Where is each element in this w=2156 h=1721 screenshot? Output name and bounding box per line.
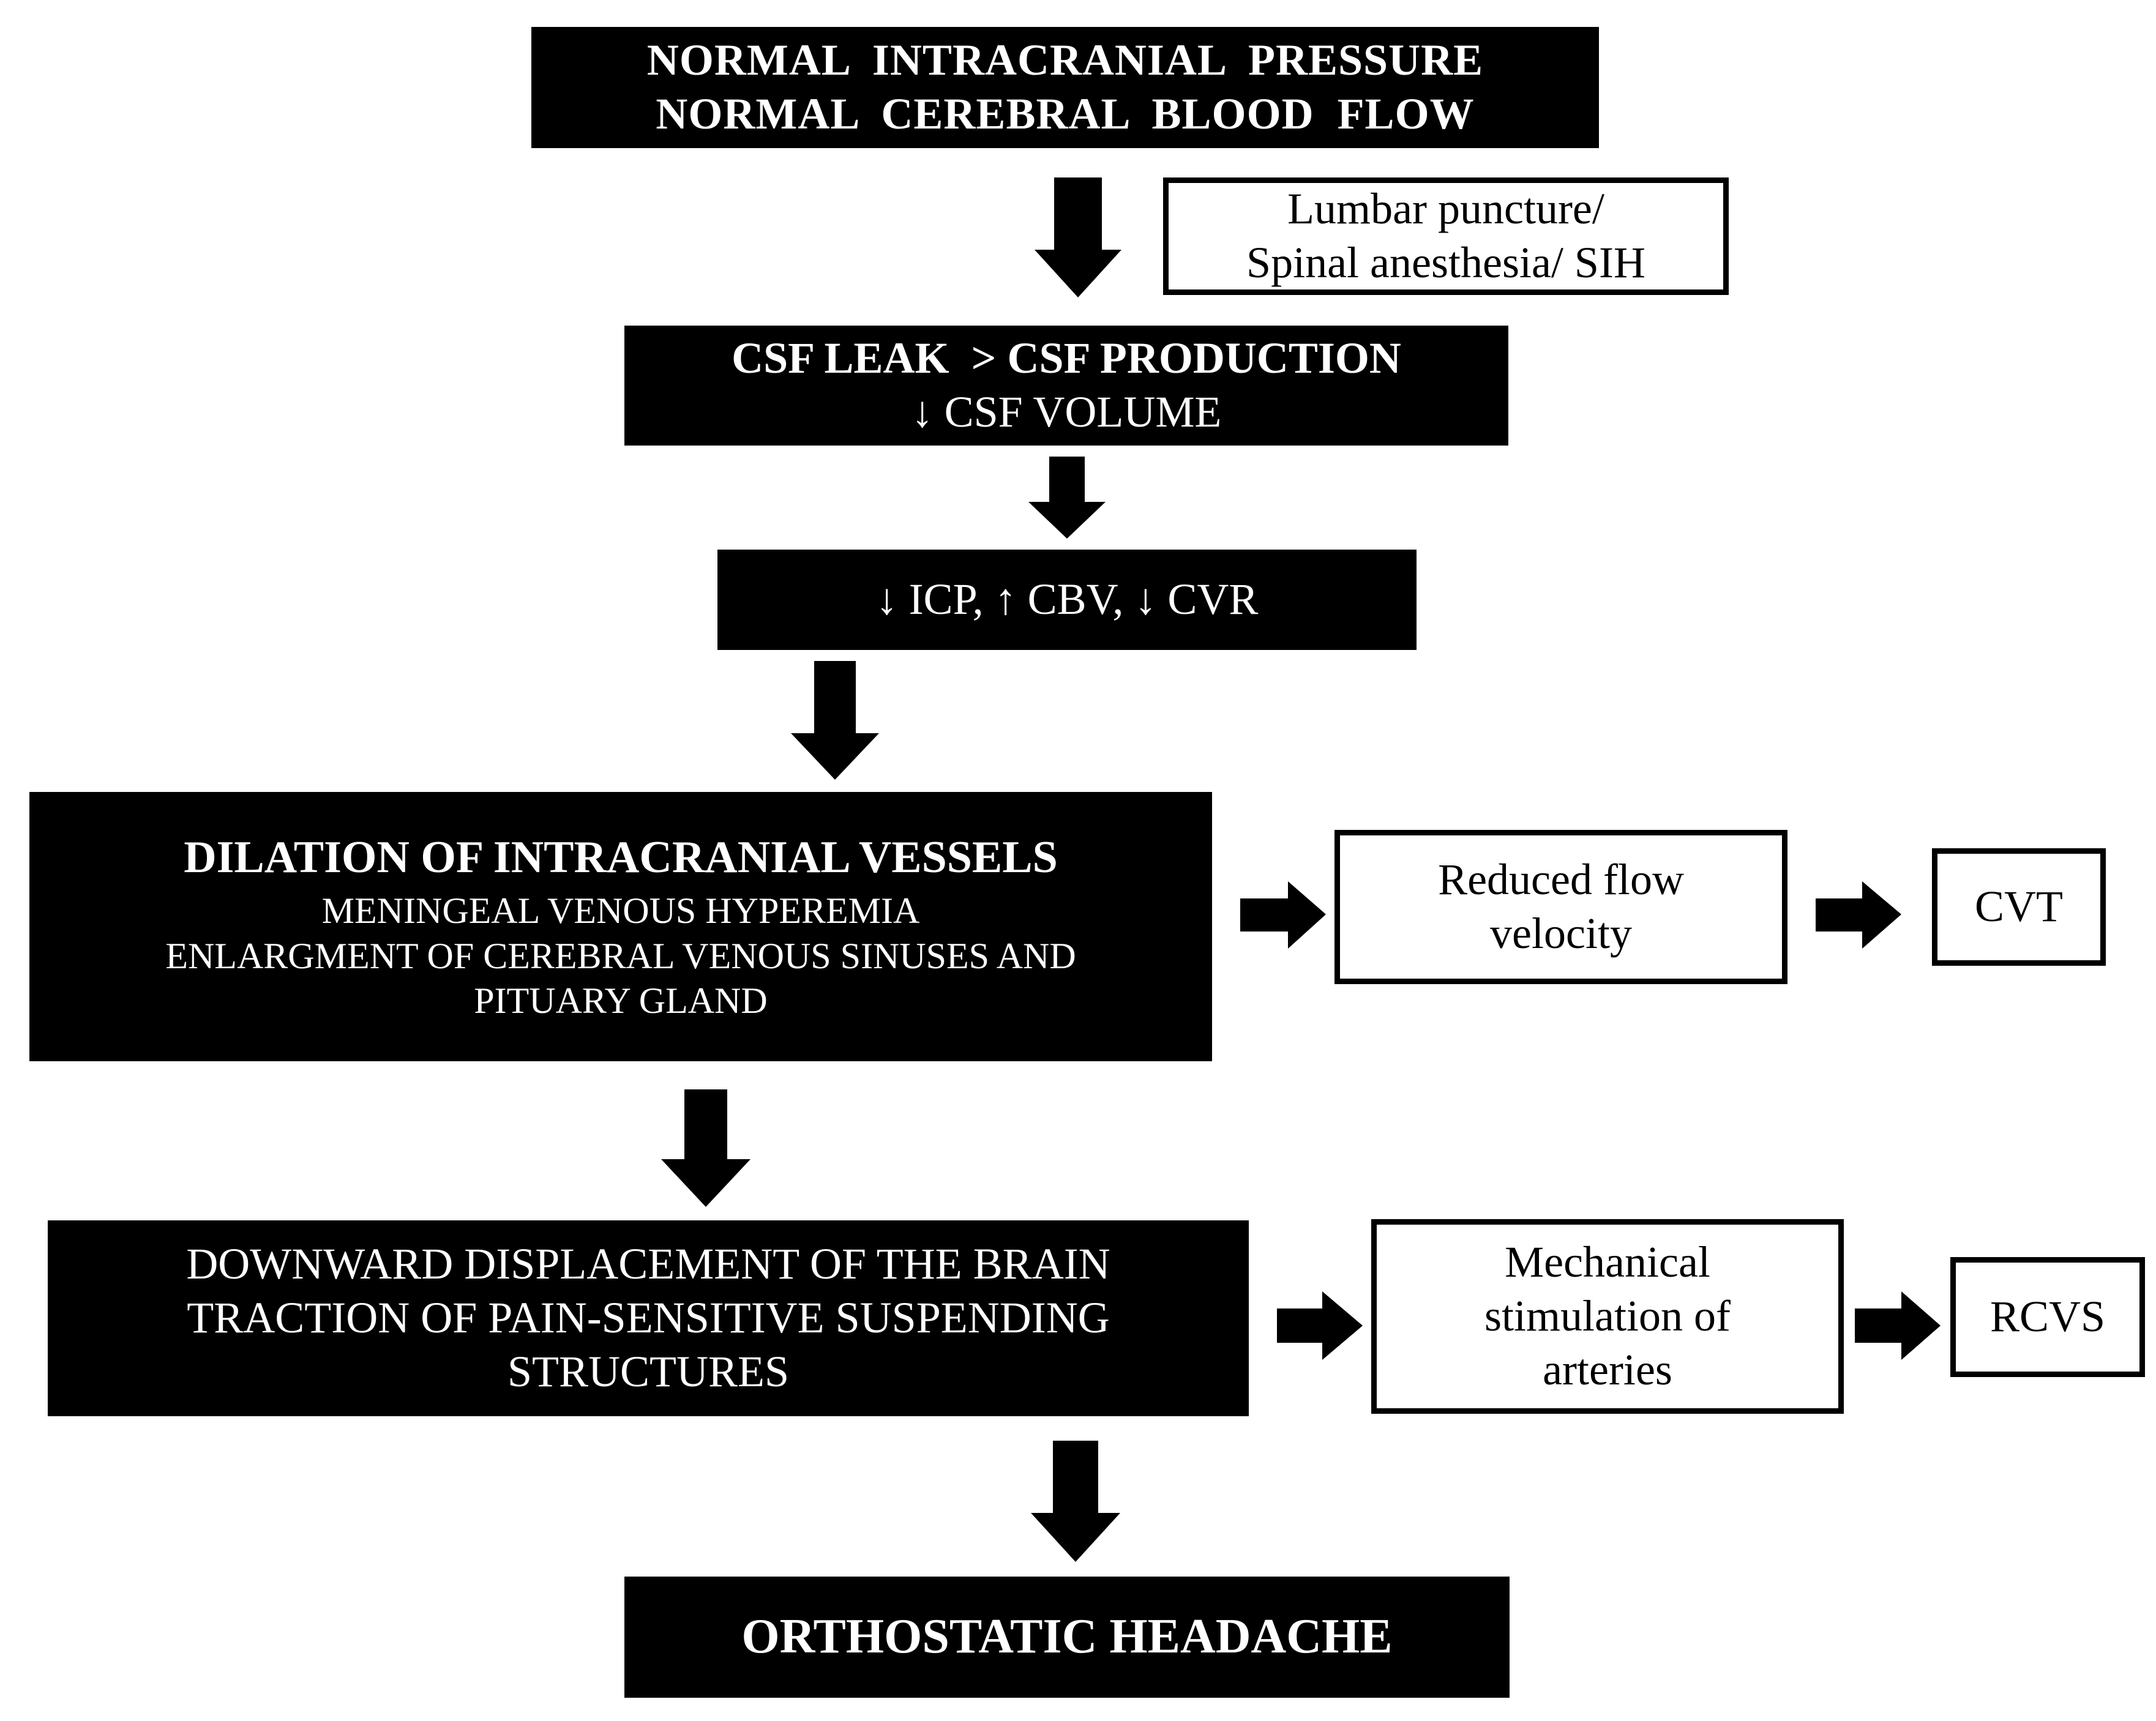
node-causes-line-1: Lumbar puncture/ — [1287, 184, 1604, 234]
node-cvt-line-1: CVT — [1975, 882, 2063, 931]
node-csf-leak-line-1: CSF LEAK > CSF PRODUCTION — [732, 334, 1401, 383]
node-icp-cbv-cvr: ↓ ICP, ↑ CBV, ↓ CVR — [717, 550, 1417, 650]
node-dilation-line-3: ENLARGMENT OF CEREBRAL VENOUS SINUSES AN… — [165, 935, 1076, 976]
arrow-right-dilation-to-reduced-flow — [1240, 881, 1326, 949]
node-mechanical-stimulation: Mechanical stimulation of arteries — [1371, 1219, 1844, 1414]
node-normal-line-1: NORMAL INTRACRANIAL PRESSURE — [646, 35, 1484, 85]
node-reduced-flow-line-2: velocity — [1490, 909, 1632, 958]
node-csf-leak: CSF LEAK > CSF PRODUCTION ↓ CSF VOLUME — [624, 326, 1508, 446]
arrow-down-displacement-to-headache — [1031, 1441, 1120, 1562]
arrow-down-normal-to-csf — [1035, 177, 1121, 297]
node-dilation-line-1: DILATION OF INTRACRANIAL VESSELS — [184, 832, 1058, 883]
arrow-right-displacement-to-mechanical — [1277, 1291, 1363, 1360]
arrow-right-reduced-flow-to-cvt — [1816, 881, 1901, 949]
arrow-down-csf-to-icp — [1028, 457, 1106, 539]
arrow-right-mechanical-to-rcvs — [1855, 1291, 1941, 1360]
node-displacement-line-3: STRUCTURES — [507, 1346, 790, 1396]
node-cvt: CVT — [1932, 848, 2106, 966]
node-dilation-line-2: MENINGEAL VENOUS HYPEREMIA — [321, 890, 920, 931]
node-dilation: DILATION OF INTRACRANIAL VESSELS MENINGE… — [29, 792, 1212, 1061]
node-dilation-line-4: PITUARY GLAND — [474, 980, 768, 1021]
node-normal-line-2: NORMAL CEREBRAL BLOOD FLOW — [656, 89, 1475, 138]
node-reduced-flow-line-1: Reduced flow — [1438, 855, 1684, 905]
arrow-down-dilation-to-displacement — [661, 1089, 750, 1207]
node-displacement-line-1: DOWNWARD DISPLACEMENT OF THE BRAIN — [186, 1239, 1110, 1289]
arrow-down-icp-to-dilation — [791, 661, 879, 780]
node-icp-line-1: ↓ ICP, ↑ CBV, ↓ CVR — [875, 575, 1259, 624]
node-mechanical-line-2: stimulation of — [1484, 1291, 1731, 1341]
node-causes: Lumbar puncture/ Spinal anesthesia/ SIH — [1163, 177, 1729, 295]
node-causes-line-2: Spinal anesthesia/ SIH — [1246, 238, 1645, 287]
node-mechanical-line-1: Mechanical — [1505, 1238, 1710, 1287]
node-orthostatic-headache: ORTHOSTATIC HEADACHE — [624, 1577, 1510, 1698]
node-displacement-line-2: TRACTION OF PAIN-SENSITIVE SUSPENDING — [187, 1293, 1110, 1343]
node-reduced-flow: Reduced flow velocity — [1334, 830, 1787, 984]
node-rcvs: RCVS — [1950, 1257, 2145, 1377]
node-headache-line-1: ORTHOSTATIC HEADACHE — [741, 1610, 1393, 1664]
node-csf-leak-line-2: ↓ CSF VOLUME — [911, 387, 1222, 436]
node-rcvs-line-1: RCVS — [1989, 1292, 2106, 1342]
node-mechanical-line-3: arteries — [1543, 1345, 1672, 1394]
node-displacement: DOWNWARD DISPLACEMENT OF THE BRAIN TRACT… — [48, 1220, 1249, 1416]
node-normal-pressure-flow: NORMAL INTRACRANIAL PRESSURE NORMAL CERE… — [531, 27, 1599, 148]
